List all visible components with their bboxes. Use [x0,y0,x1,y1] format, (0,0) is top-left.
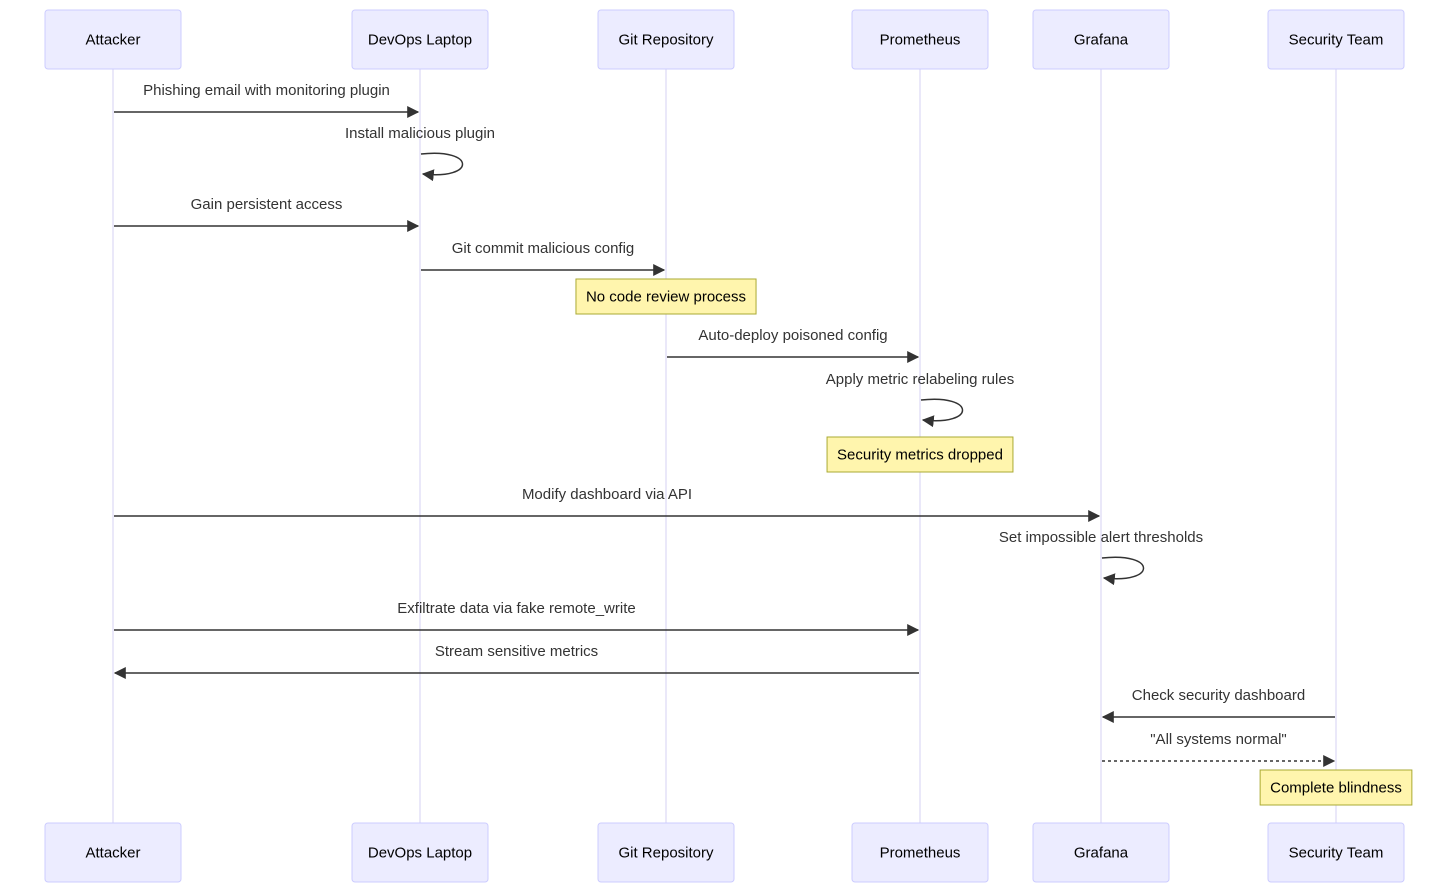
actor-box [1267,822,1405,883]
message-11: Check security dashboard [1101,687,1335,723]
actor-box [1032,822,1170,883]
actor-attacker-bottom[interactable]: Attacker [44,822,182,883]
actor-label: Grafana [1074,31,1129,48]
message-9: Exfiltrate data via fake remote_write [114,600,920,636]
self-message-arrow [920,398,964,428]
actor-box [851,9,989,70]
actor-prometheus-top[interactable]: Prometheus [851,9,989,70]
actor-label: DevOps Laptop [368,844,472,861]
message-label: Install malicious plugin [345,125,495,142]
message-label: Set impossible alert thresholds [999,529,1203,546]
message-5: Auto-deploy poisoned config [667,327,920,363]
note-prometheus: Security metrics dropped [826,436,1014,473]
message-label: Phishing email with monitoring plugin [143,82,390,99]
message-label: Git commit malicious config [452,240,635,257]
actor-security-bottom[interactable]: Security Team [1267,822,1405,883]
actor-box [351,822,489,883]
self-message-arrow [420,152,464,182]
actor-box [851,822,989,883]
actor-box [44,822,182,883]
message-label: Stream sensitive metrics [435,643,598,660]
actor-box [1267,9,1405,70]
actor-label: Git Repository [618,844,714,861]
message-label: Check security dashboard [1132,687,1305,704]
actor-security-top[interactable]: Security Team [1267,9,1405,70]
actor-grafana-top[interactable]: Grafana [1032,9,1170,70]
message-label: Exfiltrate data via fake remote_write [397,600,635,617]
message-2: Install malicious plugin [345,125,495,182]
actor-label: Attacker [85,844,140,861]
actor-laptop-top[interactable]: DevOps Laptop [351,9,489,70]
note-label: Complete blindness [1270,779,1402,796]
actor-label: Security Team [1289,844,1384,861]
note-label: Security metrics dropped [837,446,1003,463]
actor-label: Grafana [1074,844,1129,861]
message-6: Apply metric relabeling rules [826,371,1014,428]
message-1: Phishing email with monitoring plugin [114,82,420,118]
actor-label: Prometheus [880,31,961,48]
message-10: Stream sensitive metrics [113,643,919,679]
message-label: Modify dashboard via API [522,486,692,503]
message-label: "All systems normal" [1150,731,1287,748]
actor-label: Prometheus [880,844,961,861]
actor-label: Attacker [85,31,140,48]
message-12: "All systems normal" [1102,731,1336,767]
message-4: Git commit malicious config [421,240,666,276]
actor-box [1032,9,1170,70]
message-8: Set impossible alert thresholds [999,529,1203,586]
actor-label: DevOps Laptop [368,31,472,48]
message-label: Apply metric relabeling rules [826,371,1014,388]
note-security: Complete blindness [1259,769,1413,806]
message-label: Gain persistent access [191,196,343,213]
note-label: No code review process [586,288,746,305]
actor-box [597,822,735,883]
actor-laptop-bottom[interactable]: DevOps Laptop [351,822,489,883]
actor-prometheus-bottom[interactable]: Prometheus [851,822,989,883]
actor-git-bottom[interactable]: Git Repository [597,822,735,883]
actor-box [351,9,489,70]
actor-grafana-bottom[interactable]: Grafana [1032,822,1170,883]
message-7: Modify dashboard via API [114,486,1101,522]
actor-label: Git Repository [618,31,714,48]
note-box [575,278,757,315]
note-box [826,436,1014,473]
message-3: Gain persistent access [114,196,420,232]
actor-git-top[interactable]: Git Repository [597,9,735,70]
actor-box [44,9,182,70]
self-message-arrow [1101,556,1145,586]
actor-label: Security Team [1289,31,1384,48]
actor-box [597,9,735,70]
note-git: No code review process [575,278,757,315]
note-box [1259,769,1413,806]
message-label: Auto-deploy poisoned config [698,327,887,344]
actor-attacker-top[interactable]: Attacker [44,9,182,70]
